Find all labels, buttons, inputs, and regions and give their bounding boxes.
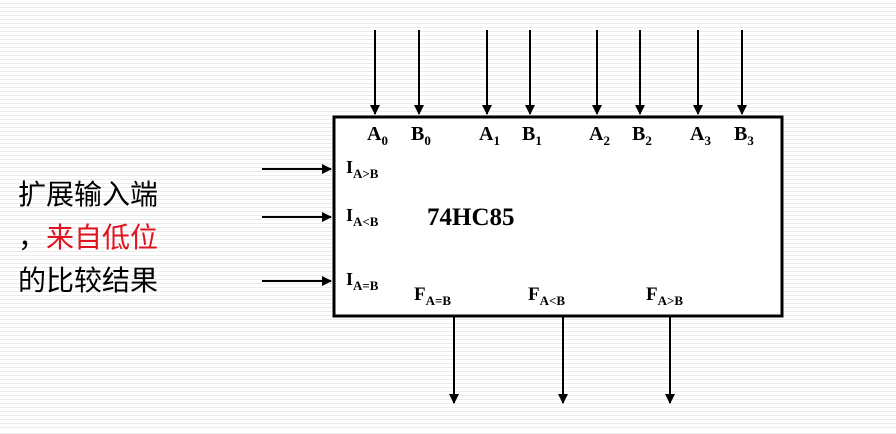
output-label-lt-subscript: A<B bbox=[540, 293, 566, 308]
cascade-label-eq-subscript: A=B bbox=[353, 278, 379, 293]
cascade-input-pins: IA>BIA<BIA=B bbox=[262, 157, 379, 293]
cascade-label-gt-letter: I bbox=[346, 157, 353, 177]
pin-label-b0-subscript: 0 bbox=[424, 133, 431, 148]
pin-label-b3-letter: B bbox=[734, 123, 747, 145]
pin-label-a0: A0 bbox=[367, 123, 388, 148]
description-highlight: 来自低位 bbox=[46, 221, 159, 254]
output-label-eq-subscript: A=B bbox=[426, 293, 452, 308]
cascade-label-lt-subscript: A<B bbox=[353, 214, 379, 229]
pin-label-b1-subscript: 1 bbox=[535, 133, 542, 148]
pin-label-b0: B0 bbox=[411, 123, 431, 148]
pin-label-b1-letter: B bbox=[522, 123, 535, 145]
pin-label-a0-letter: A bbox=[367, 123, 382, 145]
description-line-2: ，来自低位 bbox=[18, 216, 158, 259]
output-label-gt: FA>B bbox=[646, 284, 683, 308]
pin-label-a3-subscript: 3 bbox=[704, 133, 711, 148]
description-line-3: 的比较结果 bbox=[18, 264, 159, 297]
pin-label-a1-letter: A bbox=[479, 123, 494, 145]
pin-label-a2-letter: A bbox=[589, 123, 604, 145]
output-label-gt-letter: F bbox=[646, 284, 658, 305]
pin-label-b3-subscript: 3 bbox=[747, 133, 754, 148]
pin-label-b1: B1 bbox=[522, 123, 542, 148]
pin-label-a1-subscript: 1 bbox=[493, 133, 500, 148]
pin-label-a2-subscript: 2 bbox=[603, 133, 610, 148]
cascade-label-eq-letter: I bbox=[346, 269, 353, 289]
output-label-eq-letter: F bbox=[414, 284, 426, 305]
pin-label-b2-subscript: 2 bbox=[645, 133, 652, 148]
chip-body bbox=[332, 115, 784, 318]
output-label-gt-subscript: A>B bbox=[658, 293, 684, 308]
pin-label-a0-subscript: 0 bbox=[381, 133, 388, 148]
cascade-label-eq: IA=B bbox=[346, 269, 379, 293]
output-label-lt: FA<B bbox=[528, 284, 565, 308]
pin-label-b2-letter: B bbox=[632, 123, 645, 145]
output-label-lt-letter: F bbox=[528, 284, 540, 305]
output-label-eq: FA=B bbox=[414, 284, 451, 308]
expansion-input-description: 扩展输入端 ，来自低位 的比较结果 bbox=[18, 173, 158, 302]
pin-label-b2: B2 bbox=[632, 123, 652, 148]
cascade-label-lt: IA<B bbox=[346, 205, 379, 229]
description-line-1: 扩展输入端 bbox=[18, 178, 159, 211]
pin-label-b3: B3 bbox=[734, 123, 754, 148]
description-line-2-prefix: ， bbox=[18, 221, 47, 254]
cascade-label-gt-subscript: A>B bbox=[353, 166, 379, 181]
pin-label-b0-letter: B bbox=[411, 123, 424, 145]
pin-label-a3: A3 bbox=[690, 123, 711, 148]
chip-name-label: 74HC85 bbox=[427, 204, 515, 231]
pin-label-a1: A1 bbox=[479, 123, 500, 148]
pin-label-a2: A2 bbox=[589, 123, 610, 148]
cascade-label-gt: IA>B bbox=[346, 157, 379, 181]
pin-label-a3-letter: A bbox=[690, 123, 705, 145]
cascade-label-lt-letter: I bbox=[346, 205, 353, 225]
